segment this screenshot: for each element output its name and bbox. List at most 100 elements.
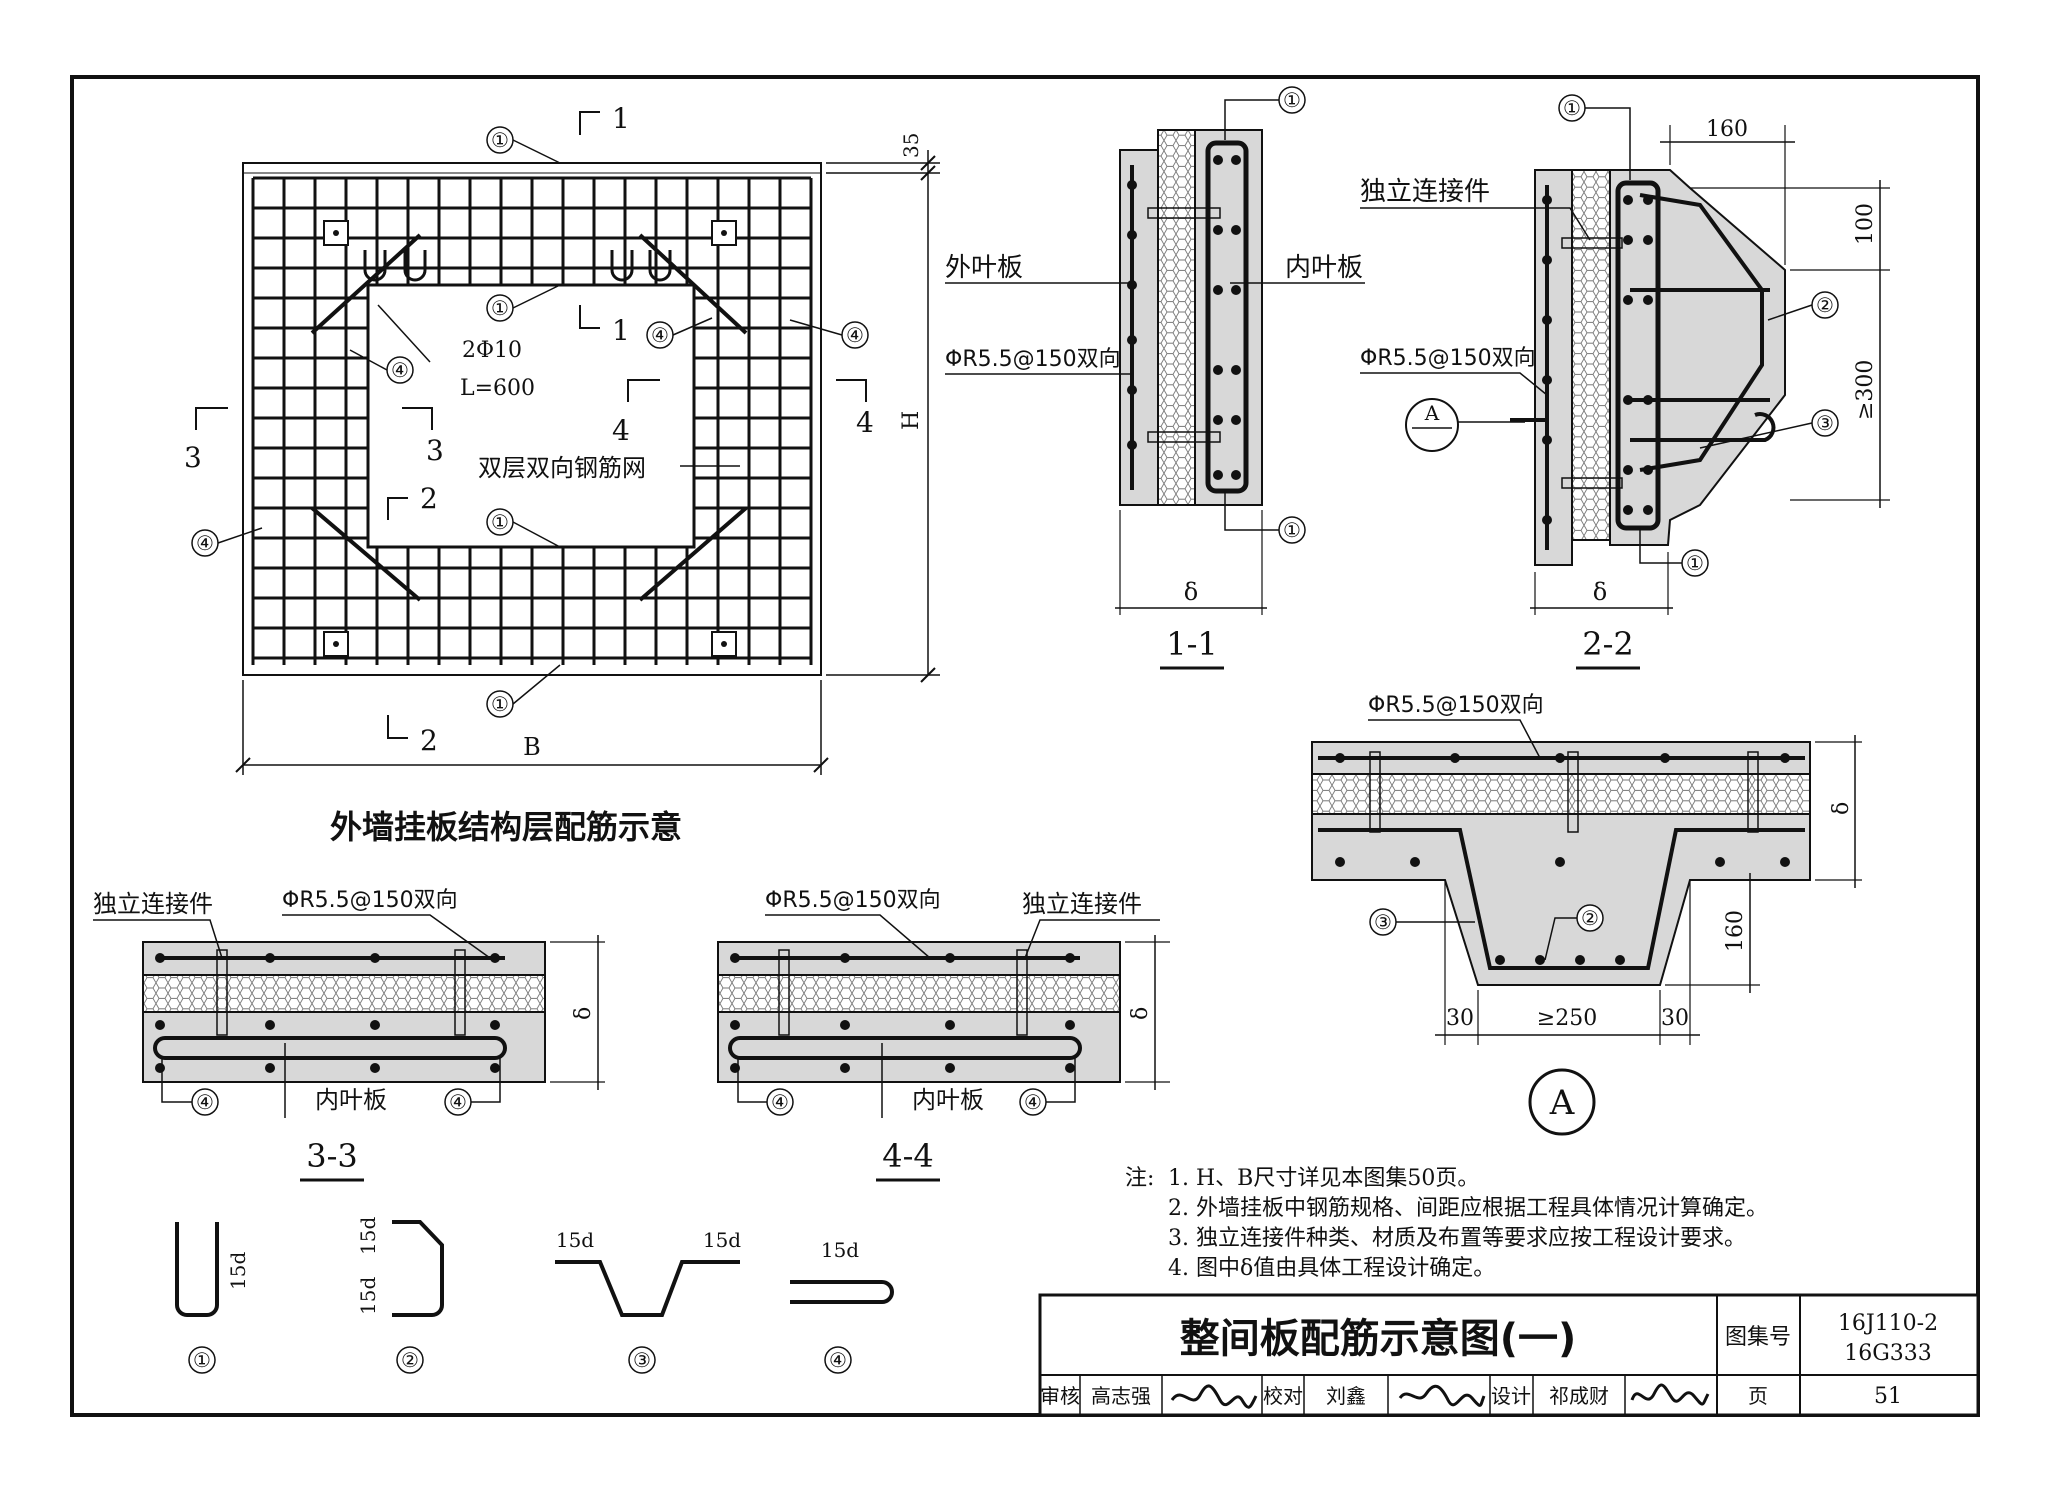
rebar-dot — [155, 953, 165, 963]
svg-text:15d: 15d — [356, 1277, 380, 1315]
svg-text:15d: 15d — [556, 1228, 594, 1252]
rebar-dot — [1213, 470, 1223, 480]
section-1-1: δ 外叶板 内叶板 ΦR5.5@150双向 ① ① 1-1 — [945, 86, 1365, 670]
leader — [217, 527, 263, 544]
check-label: 校对 — [1263, 1384, 1303, 1408]
svg-text:15d: 15d — [226, 1252, 250, 1290]
leader — [672, 317, 713, 336]
svg-text:H: H — [899, 411, 924, 430]
rebar-dot — [1231, 225, 1241, 235]
rebar-dot — [1065, 1020, 1075, 1030]
svg-text:2: 2 — [420, 482, 438, 515]
plan-view: 2Φ10 L=600 双层双向钢筋网 ① ① ① ① ④ ④ ④ ④ 1 1 2… — [184, 102, 940, 846]
page-number: 51 — [1874, 1384, 1902, 1409]
detail-title-A: A — [1528, 1068, 1596, 1136]
rebar-dot — [1542, 255, 1552, 265]
rebar-dot — [1542, 375, 1552, 385]
rebar-spec: ΦR5.5@150双向 — [1368, 693, 1544, 718]
notes-heading: 注: — [1125, 1166, 1154, 1191]
rebar-dot — [490, 953, 500, 963]
svg-text:④: ④ — [829, 1348, 847, 1372]
detail-A: ΦR5.5@150双向 ③ ② δ 160 30 ≥250 30 A — [1311, 693, 1862, 1136]
closed-stirrup — [1205, 140, 1249, 494]
svg-text:①: ① — [1686, 551, 1704, 575]
note-3: 3. 独立连接件种类、材质及布置等要求应按工程设计要求。 — [1168, 1226, 1746, 1251]
svg-text:①: ① — [1283, 518, 1301, 542]
title-block: 整间板配筋示意图(一) 图集号 16J110-2 16G333 审核 高志强 校… — [1038, 1293, 1980, 1417]
svg-text:④: ④ — [196, 531, 214, 555]
svg-text:δ: δ — [1829, 802, 1854, 815]
rebar-dot — [1410, 857, 1420, 867]
connector — [1561, 237, 1623, 489]
svg-text:≥300: ≥300 — [1853, 360, 1878, 420]
bar-3 — [1435, 828, 1700, 970]
svg-text:①: ① — [491, 128, 509, 152]
callout-4: ④ — [191, 1088, 219, 1116]
insulation-layer — [142, 974, 546, 1013]
lifting-anchor — [610, 250, 672, 282]
u-bar-4 — [728, 1036, 1082, 1060]
callout-4: ④ — [646, 321, 674, 349]
rebar-dot — [490, 1020, 500, 1030]
connector-label: 独立连接件 — [1360, 177, 1490, 207]
svg-text:δ: δ — [1128, 1007, 1153, 1020]
svg-text:①: ① — [193, 1348, 211, 1372]
callout-4: ④ — [1019, 1088, 1047, 1116]
designer-signature — [1630, 1383, 1710, 1406]
lifting-anchor — [363, 250, 427, 282]
rebar-spec: ΦR5.5@150双向 — [1360, 346, 1536, 371]
dimension-width: B — [235, 680, 829, 775]
rebar-dot — [1555, 857, 1565, 867]
rebar-dot — [730, 953, 740, 963]
embedded-plate — [711, 631, 737, 657]
outer-leaf-label: 外叶板 — [945, 253, 1023, 283]
rebar-dot — [490, 1063, 500, 1073]
rebar-dot — [1542, 315, 1552, 325]
section-marker-4: 4 — [836, 379, 874, 439]
extra-bar-label: 2Φ10 — [462, 338, 522, 363]
svg-text:160: 160 — [1723, 910, 1748, 952]
u-bar-4 — [153, 1036, 507, 1060]
extra-bar-length: L=600 — [460, 376, 535, 401]
rebar-dot — [370, 1020, 380, 1030]
section-marker-3: 3 — [184, 407, 228, 474]
rebar-dot — [1065, 953, 1075, 963]
rebar-dot — [370, 1063, 380, 1073]
reviewer-signature — [1170, 1384, 1258, 1409]
section-4-4: ΦR5.5@150双向 独立连接件 δ ④ ④ 内叶板 4-4 — [717, 888, 1170, 1182]
rebar-dot — [1643, 505, 1653, 515]
bar-shapes: 15d ① 15d 15d ② 15d 15d ③ 15d ④ — [175, 1217, 894, 1374]
bar-shape-2: 15d 15d ② — [356, 1217, 444, 1374]
insulation-layer — [717, 974, 1121, 1013]
inner-leaf-with-rib — [1609, 169, 1786, 546]
rebar-dot — [1231, 285, 1241, 295]
callout-4: ④ — [444, 1088, 472, 1116]
plan-caption: 外墙挂板结构层配筋示意 — [330, 808, 682, 846]
section-marker-1: 1 — [579, 305, 630, 347]
outer-leaf — [1119, 149, 1159, 506]
diagonal-bar — [310, 506, 422, 602]
rebar-dots — [1542, 195, 1653, 525]
svg-text:③: ③ — [633, 1348, 651, 1372]
rebar-spec: ΦR5.5@150双向 — [945, 347, 1121, 372]
bar-shape-4: 15d ④ — [790, 1238, 894, 1374]
sheet-border — [70, 75, 1980, 1417]
rebar-dot — [1780, 857, 1790, 867]
section-marker-1: 1 — [579, 102, 630, 135]
rebar-dot — [840, 1063, 850, 1073]
dimension-height: 35 H — [826, 133, 940, 683]
rebar-dot — [1213, 155, 1223, 165]
embedded-plate — [323, 220, 349, 246]
rebar-dot — [840, 1020, 850, 1030]
rebar-dots — [730, 953, 1075, 1073]
leader — [349, 349, 388, 371]
leader — [512, 664, 561, 705]
callout-1: ① — [486, 690, 514, 718]
svg-text:160: 160 — [1706, 117, 1748, 142]
svg-text:≥250: ≥250 — [1537, 1006, 1597, 1031]
callout-2: ② — [1576, 904, 1604, 932]
bar-shape-3: 15d 15d ③ — [555, 1228, 741, 1374]
rebar-dot — [1643, 395, 1653, 405]
rebar-dot — [840, 953, 850, 963]
